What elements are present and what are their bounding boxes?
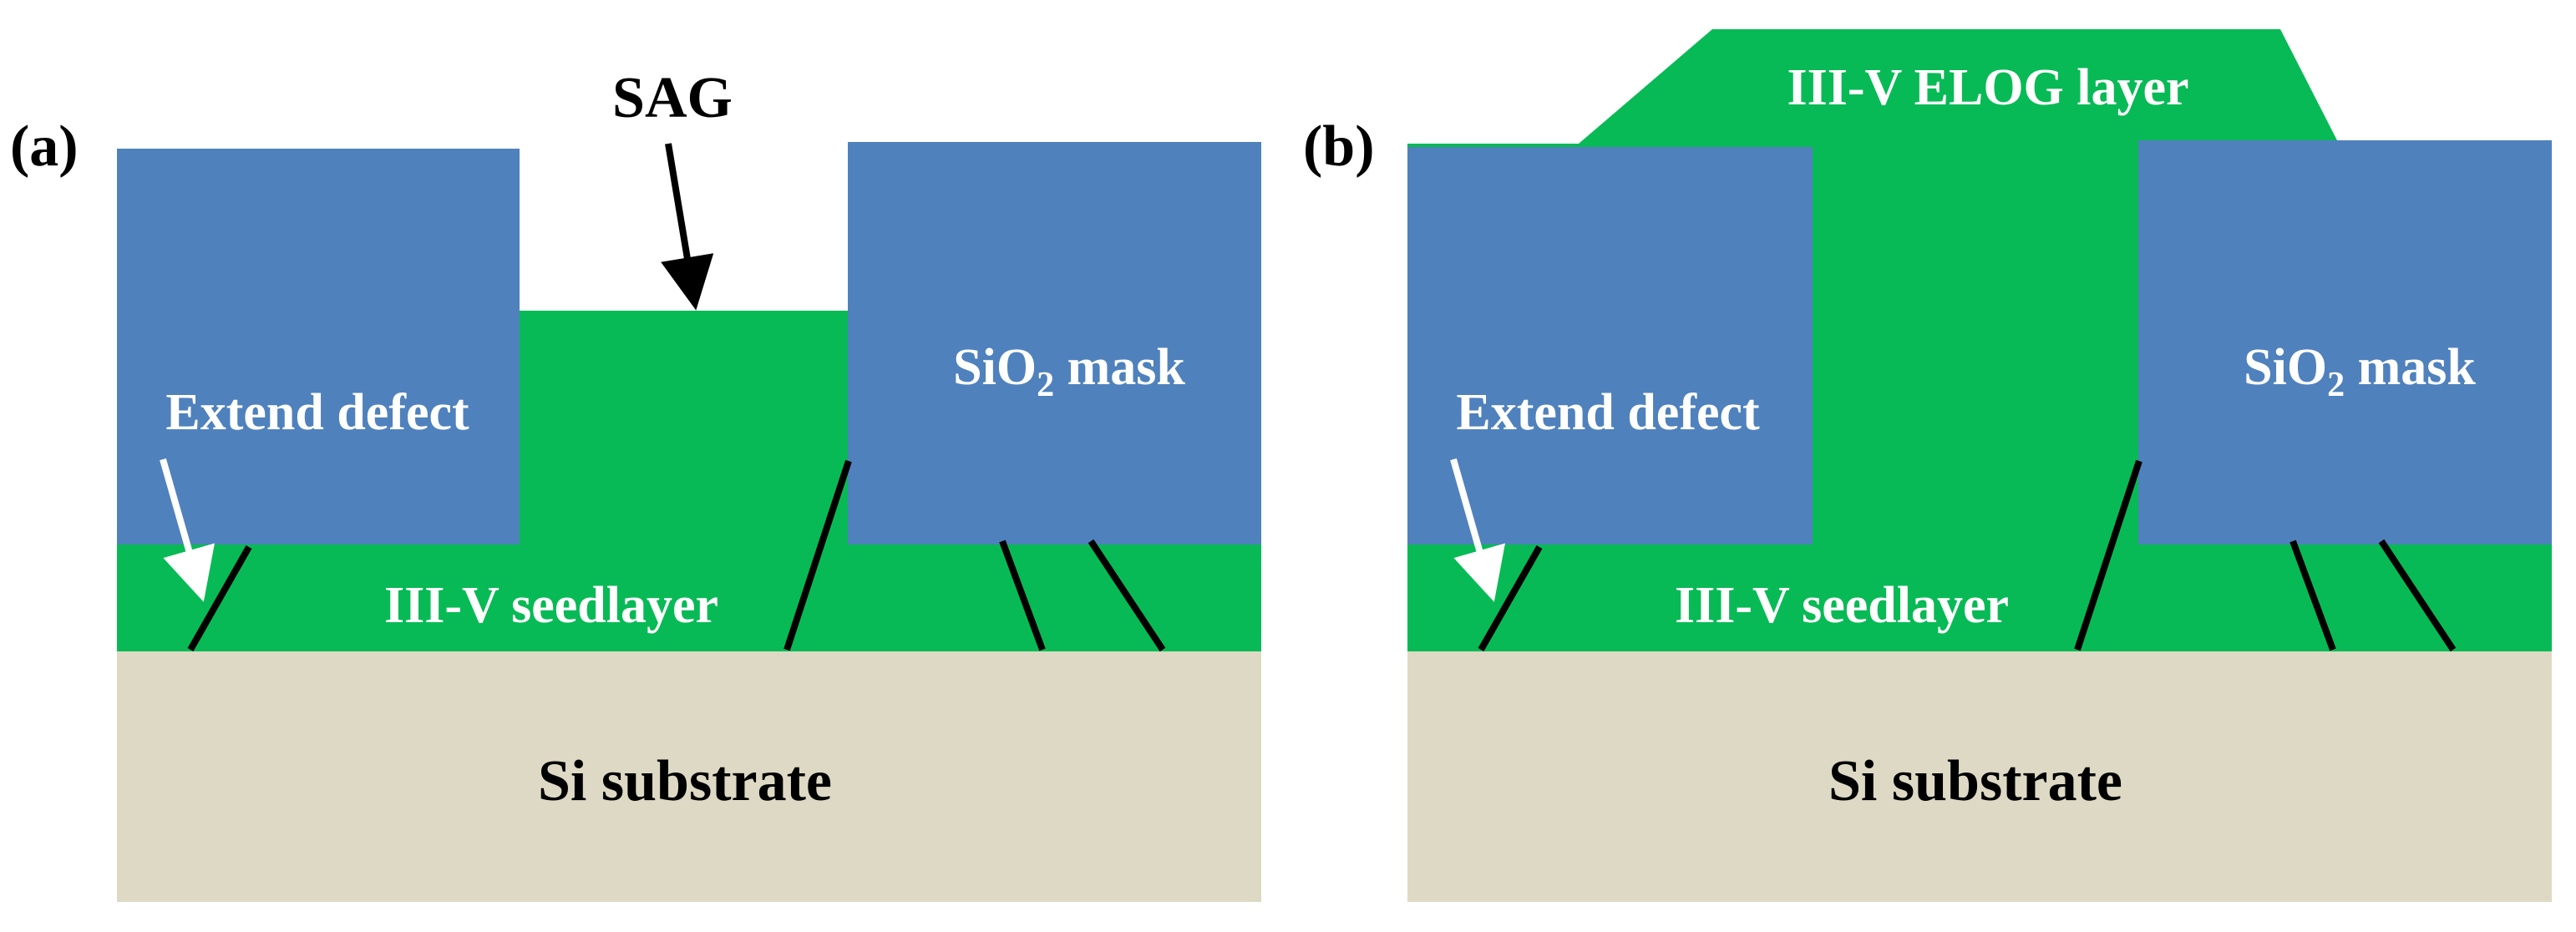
si-substrate-a (117, 651, 1261, 902)
defect-line-b4 (2378, 539, 2457, 652)
mask-label-b-sub: 2 (2327, 366, 2345, 404)
sag-arrow-a (661, 143, 714, 311)
defect-line-b2 (2074, 459, 2142, 651)
defect-line-a3 (999, 539, 1046, 651)
seedlayer-a (117, 541, 1261, 651)
mask-label-a-suffix: mask (1054, 339, 1185, 396)
mask-label-a-sub: 2 (1037, 366, 1054, 404)
sio2-mask-right-b (2138, 140, 2552, 545)
substrate-label-a: Si substrate (538, 749, 832, 813)
mask-label-b: SiO2 mask (2244, 339, 2476, 404)
mask-label-a-prefix: SiO (953, 339, 1037, 396)
seedlayer-label-a: III-V seedlayer (384, 577, 718, 634)
sio2-mask-right-a (848, 142, 1261, 545)
si-substrate-b (1407, 651, 2552, 902)
defect-arrow-b (1450, 458, 1505, 602)
defect-line-a4 (1088, 539, 1166, 652)
sio2-mask-left-a (117, 149, 520, 545)
mask-label-a: SiO2 mask (953, 339, 1185, 404)
defect-line-a1 (187, 545, 252, 651)
panel-b: (b) III-V ELOG layer Extend defect SiO2 … (1303, 29, 2552, 902)
panel-label-b: (b) (1303, 114, 1375, 179)
sag-label: SAG (612, 66, 733, 130)
elog-label: III-V ELOG layer (1787, 59, 2188, 116)
substrate-label-b: Si substrate (1828, 749, 2122, 813)
sag-fill-a (518, 311, 852, 545)
defect-line-b3 (2289, 539, 2336, 651)
seedlayer-b (1407, 541, 2552, 651)
panel-a: (a) SAG Extend defect SiO2 mask III-V se… (10, 66, 1261, 902)
defect-arrow-a (160, 458, 215, 602)
mask-label-b-suffix: mask (2345, 339, 2476, 396)
defect-line-a2 (783, 459, 852, 651)
defect-label-a: Extend defect (165, 384, 469, 441)
defect-line-b1 (1478, 545, 1543, 651)
panel-label-a: (a) (10, 114, 79, 179)
defect-label-b: Extend defect (1456, 384, 1760, 441)
sio2-mask-left-b (1407, 147, 1813, 545)
seedlayer-label-b: III-V seedlayer (1675, 577, 2009, 634)
mask-label-b-prefix: SiO (2244, 339, 2327, 396)
